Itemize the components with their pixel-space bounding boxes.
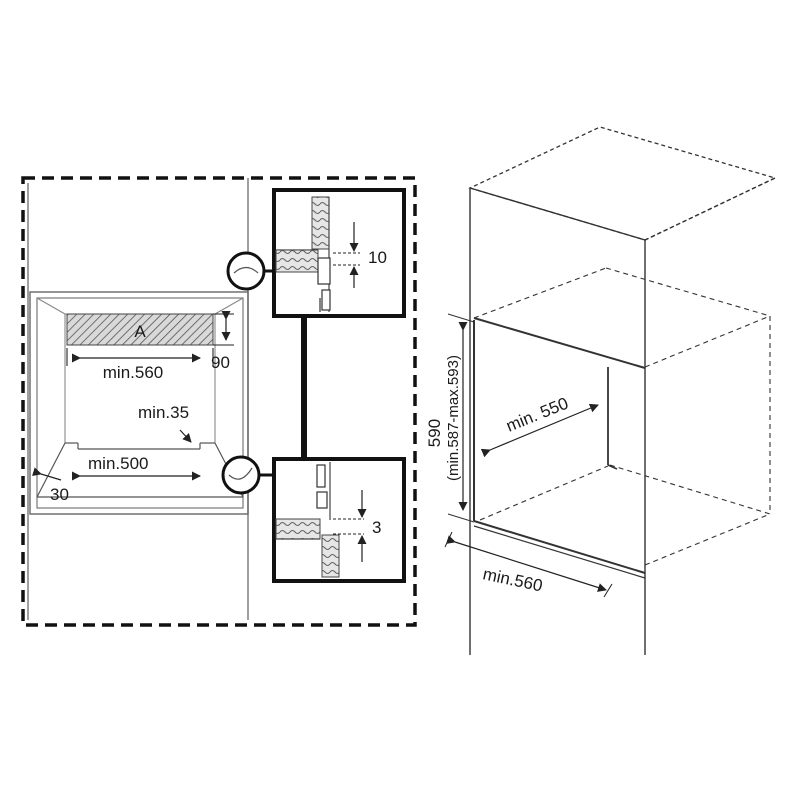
dim-line-side-gap [179, 429, 192, 443]
vent-opening-label: A [134, 322, 146, 341]
dim-depth-label: min. 550 [503, 394, 571, 436]
dim-side-gap-label: min.35 [138, 403, 189, 422]
dim-line-depth-550 [480, 403, 599, 458]
dim-depth-bottom-label: 30 [50, 485, 69, 504]
callout-circle-top [226, 251, 266, 291]
dim-height-range-label: (min.587-max.593) [445, 355, 462, 481]
dim-width-top-label: min.560 [103, 363, 163, 382]
vent-opening-hatch [66, 313, 214, 346]
dim-width-label: min.560 [481, 564, 544, 595]
dashed-outer-frame [21, 176, 417, 627]
detail-top-dim-label: 10 [368, 248, 387, 267]
detail-box-bottom: 3 [272, 457, 406, 583]
dim-line-width-560 [446, 535, 607, 592]
detail-box-top: 10 [272, 188, 406, 318]
dim-height-top-label: 90 [211, 353, 230, 372]
dim-width-bottom-label: min.500 [88, 454, 148, 473]
detail-connector-bar [301, 316, 307, 459]
dim-height-label: 590 [425, 419, 444, 447]
callout-circle-bottom [221, 455, 261, 495]
front-elevation: A min.560 90 min.35 min.500 30 [21, 176, 417, 627]
dim-line-depth-bottom [32, 467, 62, 481]
detail-bottom-dim-label: 3 [372, 518, 381, 537]
